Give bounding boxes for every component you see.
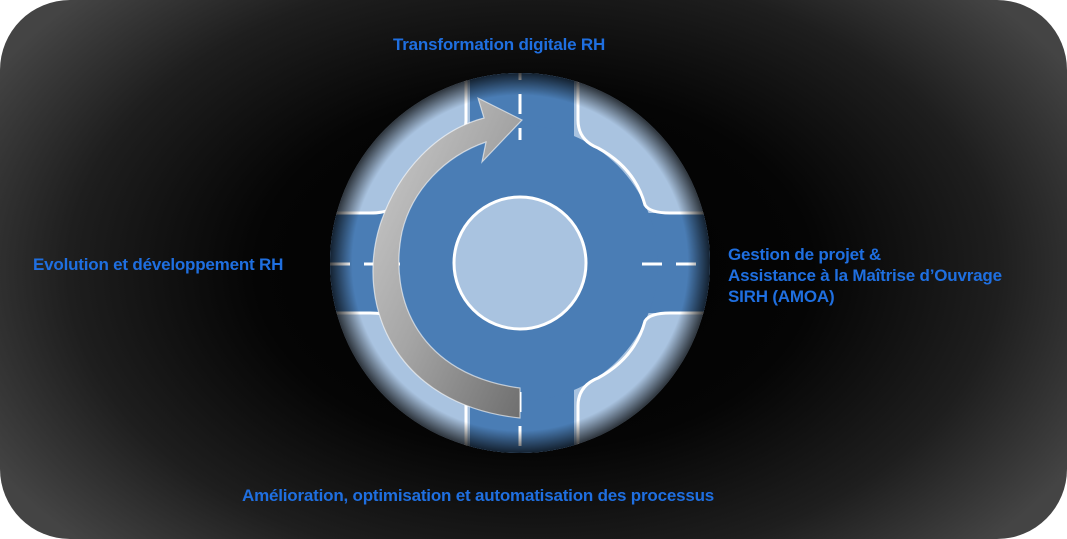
label-right-line1: Gestion de projet & [728,245,881,264]
label-bottom-text: Amélioration, optimisation et automatisa… [242,486,715,505]
label-evolution-developpement: Evolution et développement RH [33,254,283,275]
label-right-line2: Assistance à la Maîtrise d’Ouvrage [728,266,1002,285]
lens-vignette [330,73,710,453]
road-map [330,73,710,453]
label-amelioration-processus: Amélioration, optimisation et automatisa… [242,485,714,506]
label-top-text: Transformation digitale RH [393,35,606,54]
label-gestion-projet: Gestion de projet & Assistance à la Maît… [728,244,1002,307]
label-transformation-digitale: Transformation digitale RH [393,34,605,55]
label-right-line3: SIRH (AMOA) [728,287,835,306]
label-left-text: Evolution et développement RH [33,255,284,274]
